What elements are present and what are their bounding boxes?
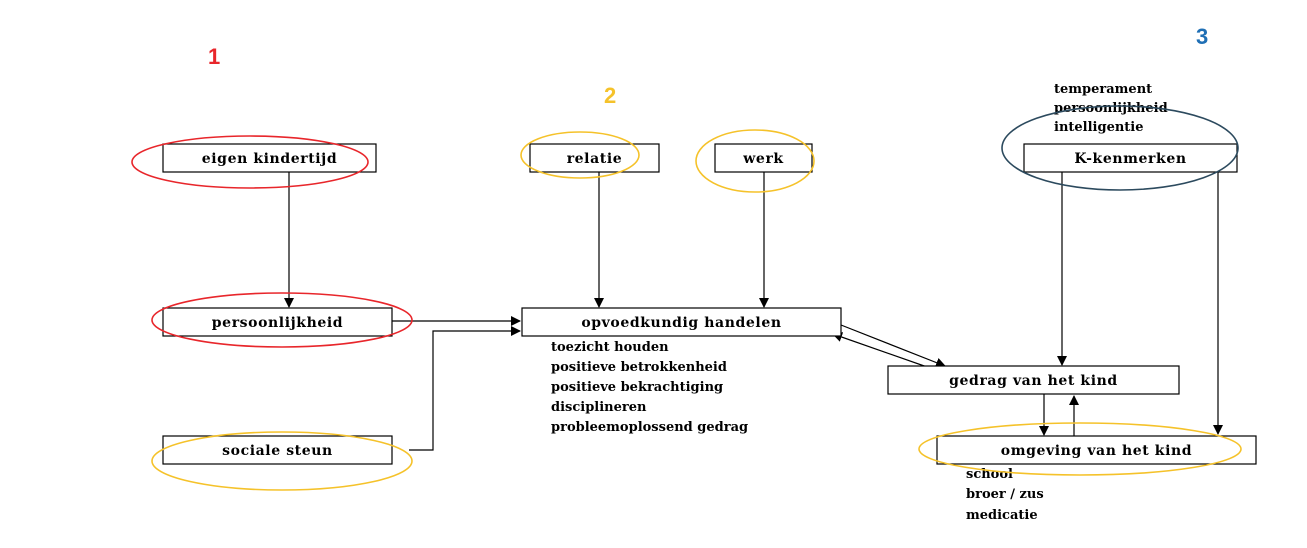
opvoedkundig-item-2: positieve betrokkenheid (551, 360, 727, 375)
label-opvoedkundig-handelen: opvoedkundig handelen (581, 315, 781, 331)
highlight-ellipse-relatie (520, 131, 640, 179)
box-eigen-kindertijd (162, 143, 377, 173)
box-omgeving-van-het-kind (936, 435, 1257, 465)
omgeving-item-1: school (966, 467, 1013, 482)
box-k-kenmerken (1023, 143, 1238, 173)
label-relatie: relatie (567, 151, 623, 167)
opvoedkundig-item-1: toezicht houden (551, 340, 669, 355)
box-werk (714, 143, 813, 173)
k-kenmerken-item-3: intelligentie (1054, 120, 1144, 135)
highlight-ellipse-k-kenmerken (1001, 105, 1239, 191)
label-k-kenmerken: K-kenmerken (1074, 151, 1186, 167)
opvoedkundig-item-5: probleemoplossend gedrag (551, 420, 748, 435)
label-gedrag-van-het-kind: gedrag van het kind (949, 373, 1118, 389)
box-sociale-steun (162, 435, 393, 465)
opvoedkundig-item-3: positieve bekrachtiging (551, 380, 723, 395)
highlight-ellipse-persoonlijkheid (151, 292, 413, 348)
arrow-gedrag-to-opvoedkundig (832, 332, 931, 369)
k-kenmerken-item-2: persoonlijkheid (1054, 101, 1168, 116)
omgeving-item-2: broer / zus (966, 487, 1044, 502)
box-gedrag-van-het-kind (887, 365, 1180, 395)
label-omgeving-van-het-kind: omgeving van het kind (1001, 443, 1192, 459)
highlight-ellipse-werk (695, 129, 815, 193)
opvoedkundig-item-4: disciplineren (551, 400, 647, 415)
k-kenmerken-item-1: temperament (1054, 82, 1152, 97)
arrow-sociale-steun-to-opvoedkundig (409, 326, 521, 451)
label-persoonlijkheid: persoonlijkheid (212, 315, 343, 331)
omgeving-item-3: medicatie (966, 508, 1038, 523)
highlight-ellipse-eigen-kindertijd (131, 135, 369, 189)
highlight-ellipse-sociale-steun (151, 431, 413, 491)
box-opvoedkundig-handelen (521, 307, 842, 337)
highlight-ellipse-omgeving (918, 422, 1242, 476)
group-number-1: 1 (208, 44, 220, 69)
group-number-2: 2 (604, 83, 616, 108)
label-werk: werk (742, 151, 783, 167)
box-persoonlijkheid (162, 307, 393, 337)
arrow-opvoedkundig-to-gedrag (840, 324, 946, 368)
label-sociale-steun: sociale steun (222, 443, 333, 459)
group-number-3: 3 (1196, 24, 1208, 49)
label-eigen-kindertijd: eigen kindertijd (202, 151, 337, 167)
